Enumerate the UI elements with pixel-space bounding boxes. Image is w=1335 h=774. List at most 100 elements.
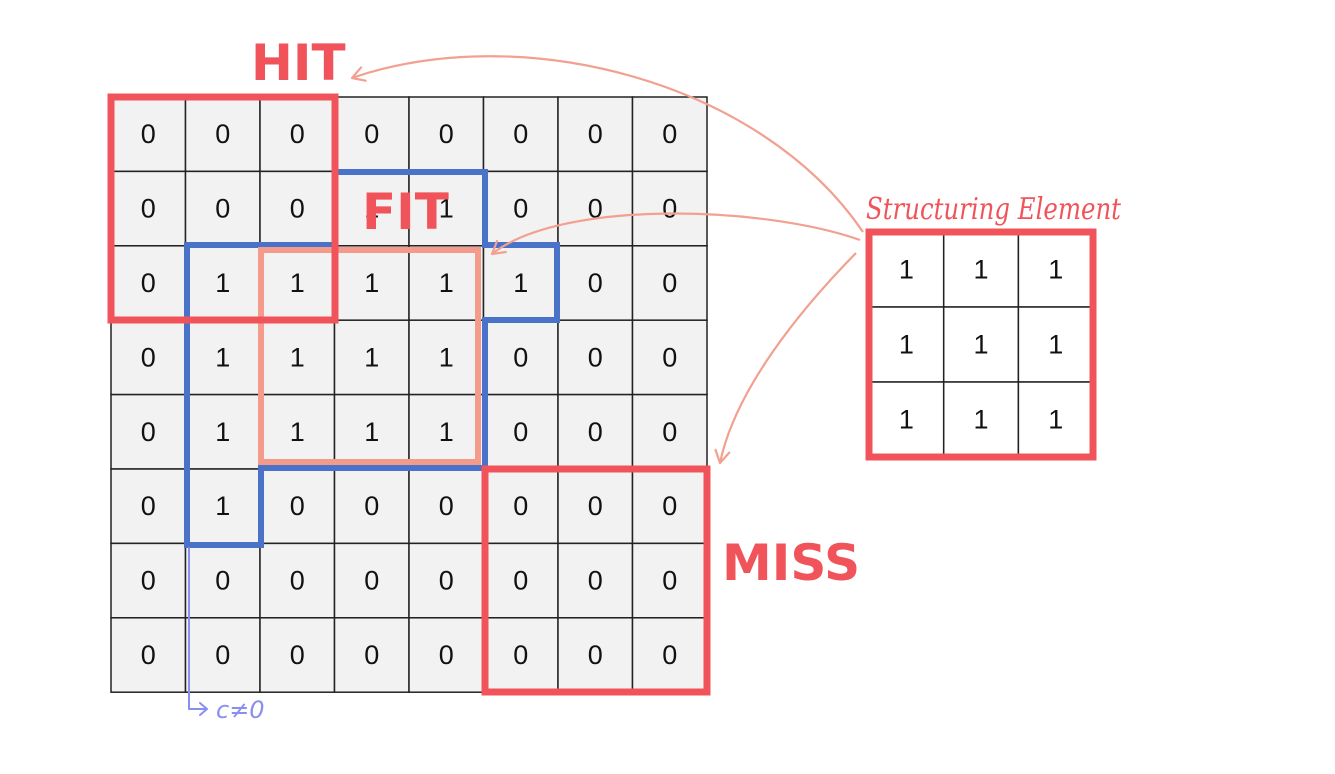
- miss-window: [481, 465, 711, 696]
- image-grid-cell: [408, 96, 485, 173]
- image-grid-cell-value: 0: [364, 491, 379, 521]
- image-grid-cell-value: 0: [513, 417, 528, 447]
- structuring-element-label: Structuring Element: [866, 192, 1122, 227]
- image-grid-cell-value: 1: [290, 342, 305, 372]
- image-grid-cell: [408, 170, 485, 247]
- image-grid-cell-value: 0: [141, 566, 156, 596]
- image-grid-cell: [333, 245, 410, 321]
- image-grid-cell-value: 0: [513, 640, 528, 670]
- image-grid-cell-value: 0: [439, 119, 454, 149]
- image-grid-cell-value: 0: [290, 119, 305, 149]
- image-grid-cell-value: 0: [364, 566, 379, 596]
- se-grid-cell-value: 1: [1048, 405, 1063, 435]
- image-grid-cell-value: 1: [439, 268, 454, 298]
- fit-window: [258, 247, 481, 465]
- image-grid-cell-value: 0: [588, 342, 603, 372]
- image-grid-cell: [110, 617, 187, 693]
- image-grid-cell-value: 0: [141, 194, 156, 224]
- image-grid-cell: [631, 542, 708, 619]
- image-grid-cell-value: 0: [588, 417, 603, 447]
- se-grid-cell: [868, 306, 945, 383]
- image-grid-cell-value: 0: [662, 640, 677, 670]
- image-grid-cell-value: 1: [364, 194, 379, 224]
- image-grid-cell: [408, 542, 485, 619]
- image-grid-cell-value: 0: [141, 342, 156, 372]
- image-grid-cell: [408, 617, 485, 693]
- image-grid-cell-value: 0: [290, 491, 305, 521]
- image-grid-cell-value: 1: [364, 268, 379, 298]
- image-grid-cell: [482, 245, 559, 321]
- image-grid-cell: [184, 393, 261, 470]
- image-grid-cell: [259, 245, 336, 321]
- image-grid-cell-value: 0: [290, 566, 305, 596]
- image-grid-cell: [110, 245, 187, 321]
- image-grid-cell-value: 0: [513, 491, 528, 521]
- image-grid-cell: [259, 617, 336, 693]
- image-grid-cell-value: 0: [588, 491, 603, 521]
- se-grid-cell-value: 1: [899, 405, 914, 435]
- se-grid-cell-value: 1: [899, 255, 914, 285]
- image-grid-cell-value: 0: [662, 119, 677, 149]
- image-grid-cell: [184, 319, 261, 396]
- image-grid-cell: [631, 468, 708, 545]
- arrow-to-fit: [490, 212, 861, 256]
- image-grid-cell: [631, 96, 708, 173]
- image-grid-cell-value: 1: [439, 342, 454, 372]
- hit-window: [107, 93, 339, 324]
- note-label: c≠0: [216, 696, 265, 724]
- image-grid-cell-value: 0: [141, 268, 156, 298]
- arrow-to-hit: [350, 55, 864, 233]
- image-grid-cell-value: 0: [439, 640, 454, 670]
- image-grid-cell-value: 0: [662, 194, 677, 224]
- image-grid-cell-value: 1: [215, 491, 230, 521]
- image-grid-cell: [408, 393, 485, 470]
- image-grid-cell-value: 1: [290, 417, 305, 447]
- image-grid-cell-value: 0: [141, 491, 156, 521]
- image-grid-cell-value: 0: [588, 566, 603, 596]
- image-grid-cell: [557, 617, 634, 693]
- image-grid-cell-value: 0: [215, 194, 230, 224]
- image-grid-cell: [333, 542, 410, 619]
- image-grid-cell: [557, 542, 634, 619]
- image-grid-cell: [482, 170, 559, 247]
- image-grid-cell-value: 0: [141, 417, 156, 447]
- image-grid-cell-value: 1: [364, 342, 379, 372]
- image-grid-cell-value: 0: [513, 566, 528, 596]
- image-grid-cell: [333, 617, 410, 693]
- image-grid-cell-value: 0: [588, 640, 603, 670]
- image-grid-cell-value: 0: [364, 119, 379, 149]
- image-grid-cell-value: 0: [364, 640, 379, 670]
- se-grid-cell: [1017, 381, 1094, 458]
- image-grid-cell: [333, 468, 410, 545]
- image-grid-cell: [408, 319, 485, 396]
- image-grid-cell-value: 1: [215, 417, 230, 447]
- image-grid-cell-value: 1: [439, 417, 454, 447]
- image-grid-cell: [184, 617, 261, 693]
- se-grid-cell: [942, 306, 1020, 383]
- image-grid-cell: [184, 245, 261, 321]
- image-grid-cell-value: 1: [439, 194, 454, 224]
- image-grid-cell-value: 0: [513, 119, 528, 149]
- image-grid-cell-value: 0: [141, 119, 156, 149]
- image-grid-cell: [110, 468, 187, 545]
- se-grid-cell: [868, 381, 945, 458]
- se-grid-cell-value: 1: [974, 405, 989, 435]
- image-grid-cell: [557, 393, 634, 470]
- image-grid-cell-value: 0: [215, 119, 230, 149]
- se-grid-cell-value: 1: [974, 330, 989, 360]
- image-grid-cell: [259, 393, 336, 470]
- arrow-to-miss: [714, 252, 857, 465]
- hit-label: HIT: [251, 34, 346, 92]
- miss-label: MISS: [722, 534, 860, 592]
- image-grid-cell-value: 0: [662, 566, 677, 596]
- note-bracket: [188, 547, 208, 716]
- image-grid-cell-value: 0: [290, 640, 305, 670]
- image-grid-cell-value: 1: [513, 268, 528, 298]
- image-grid-cell-value: 0: [290, 194, 305, 224]
- image-grid-cell: [482, 393, 559, 470]
- se-grid-cell-value: 1: [1048, 255, 1063, 285]
- image-grid-cell-value: 0: [662, 491, 677, 521]
- image-grid-cell-value: 1: [215, 342, 230, 372]
- structuring-element-frame: [865, 228, 1097, 461]
